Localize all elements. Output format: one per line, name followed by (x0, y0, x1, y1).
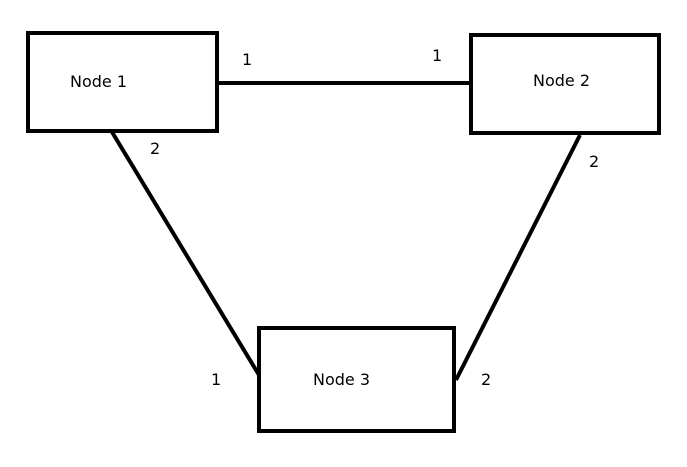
port-label-node2-to-node3: 2 (589, 152, 599, 171)
edge-node1-node3 (110, 130, 261, 377)
port-label-node3-to-node2: 2 (481, 370, 491, 389)
node-3-box (257, 326, 456, 433)
node-1-box (26, 31, 219, 133)
node-2-label: Node 2 (533, 71, 590, 90)
node-2-box (469, 33, 661, 135)
node-1-label: Node 1 (70, 72, 127, 91)
port-label-node2-to-node1: 1 (432, 46, 442, 65)
edge-node2-node3 (454, 134, 582, 381)
port-label-node1-to-node2: 1 (242, 50, 252, 69)
node-1: Node 1 (26, 31, 219, 133)
port-label-node3-to-node1: 1 (211, 370, 221, 389)
node-2: Node 2 (469, 33, 661, 135)
port-label-node1-to-node3: 2 (150, 139, 160, 158)
node-3: Node 3 (257, 326, 456, 433)
node-3-label: Node 3 (313, 370, 370, 389)
